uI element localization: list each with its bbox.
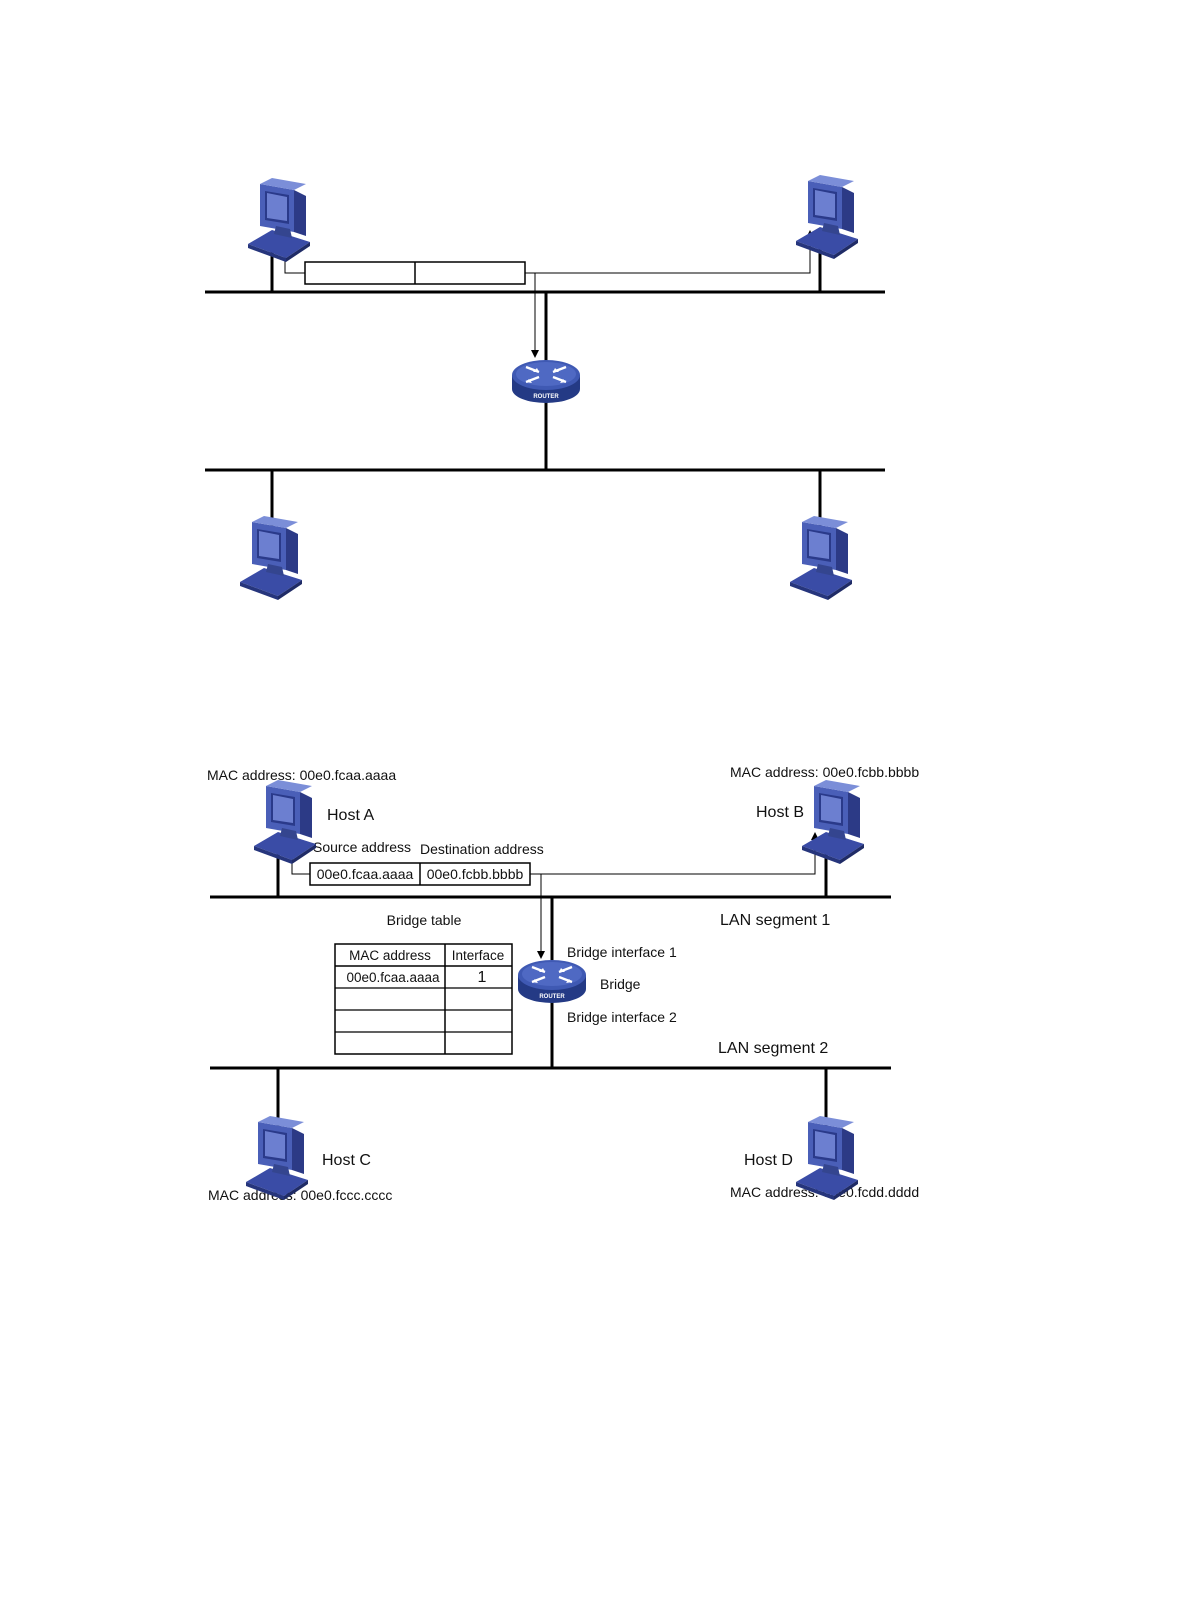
- computer-icon: [796, 1116, 858, 1200]
- bridge-table-cell: 00e0.fcaa.aaaa: [346, 970, 440, 985]
- host-d-name: Host D: [744, 1152, 793, 1169]
- computer-icon: [240, 516, 302, 600]
- frame-source-value: 00e0.fcaa.aaaa: [317, 866, 414, 882]
- host-a-mac: MAC address: 00e0.fcaa.aaaa: [207, 767, 396, 783]
- computer-icon: [802, 780, 864, 864]
- frame-box: 00e0.fcaa.aaaa 00e0.fcbb.bbbb: [309, 862, 531, 886]
- bottom-diagram: 00e0.fcaa.aaaa 00e0.fcbb.bbbb Source add…: [207, 764, 919, 1203]
- bridge-interface-1-label: Bridge interface 1: [567, 944, 677, 960]
- bridge-table-cell: 1: [478, 969, 487, 986]
- computer-icon: [796, 175, 858, 259]
- bridge-label: Bridge: [600, 976, 641, 992]
- computer-icon: [254, 780, 316, 864]
- destination-address-label: Destination address: [420, 841, 544, 857]
- bridge-table-title: Bridge table: [387, 912, 462, 928]
- bridge-table-header-interface: Interface: [452, 948, 505, 963]
- source-address-label: Source address: [313, 839, 411, 855]
- computer-icon: [248, 178, 310, 262]
- router-icon-label: ROUTER: [539, 994, 565, 1000]
- host-c-mac: MAC address: 00e0.fccc.cccc: [208, 1187, 392, 1203]
- host-b-mac: MAC address: 00e0.fcbb.bbbb: [730, 764, 919, 780]
- lan-segment-2-label: LAN segment 2: [718, 1040, 828, 1057]
- host-a-name: Host A: [327, 807, 374, 824]
- bridge-interface-2-label: Bridge interface 2: [567, 1009, 677, 1025]
- computer-icon: [246, 1116, 308, 1200]
- lan-segment-1-label: LAN segment 1: [720, 912, 830, 929]
- host-b-name: Host B: [756, 804, 804, 821]
- router-icon: ROUTER: [516, 958, 588, 1005]
- bridge-table-header-mac: MAC address: [349, 948, 431, 963]
- computer-icon: [790, 516, 852, 600]
- top-diagram: ROUTER: [205, 175, 885, 600]
- host-c-name: Host C: [322, 1152, 371, 1169]
- router-icon-label: ROUTER: [533, 394, 559, 400]
- router-icon: ROUTER: [510, 358, 582, 405]
- bridge-table: Bridge table MAC address Interface 00e0.…: [334, 912, 513, 1055]
- frame-destination-value: 00e0.fcbb.bbbb: [427, 866, 524, 882]
